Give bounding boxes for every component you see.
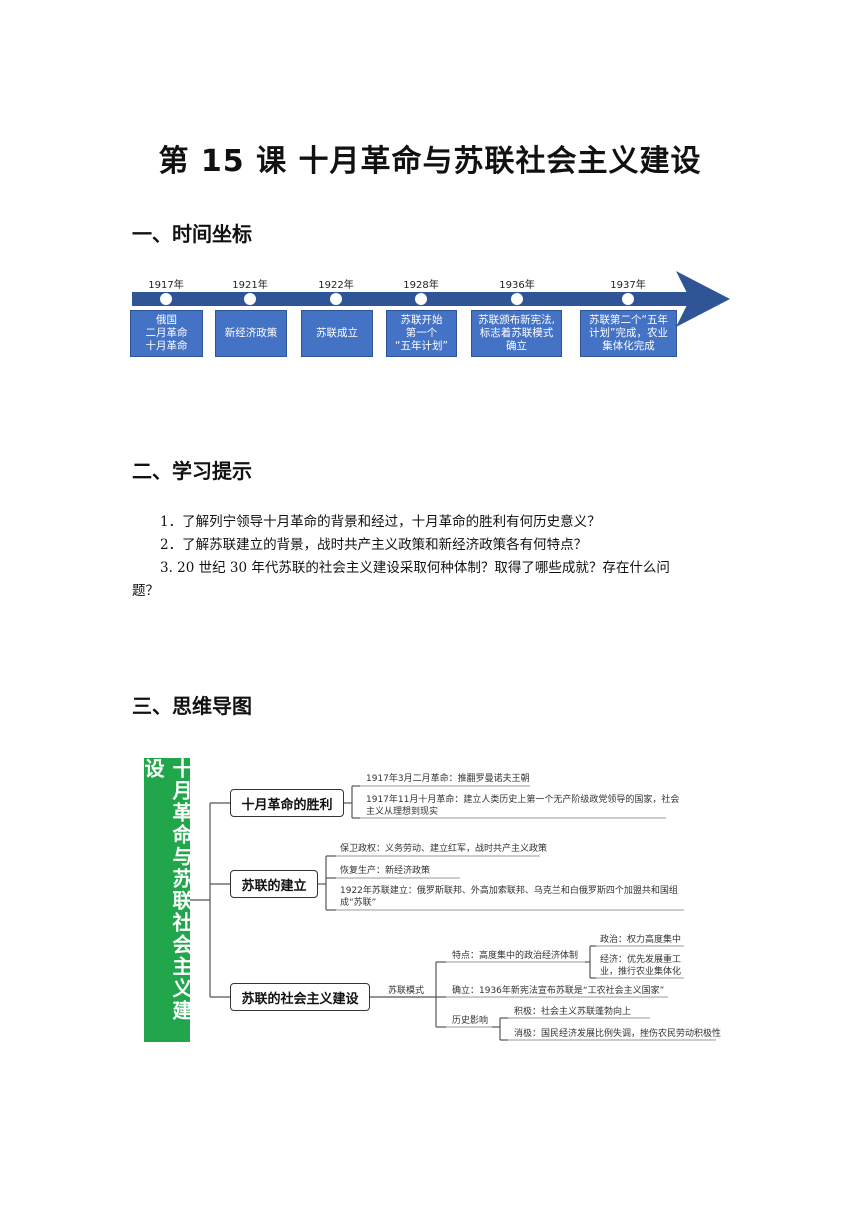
timeline: 1917年 1921年 1922年 1928年 1936年 1937年 俄国 二… bbox=[0, 0, 860, 400]
section-heading-tips: 二、学习提示 bbox=[132, 459, 252, 483]
mindmap-leaf: 恢复生产：新经济政策 bbox=[340, 866, 431, 876]
mindmap-leaf: 1917年3月二月革命：推翻罗曼诺夫王朝 bbox=[366, 774, 530, 784]
page-title: 第 15 课 十月革命与苏联社会主义建设 bbox=[158, 144, 702, 179]
timeline-dot bbox=[244, 293, 256, 305]
tip-item: 3. 20 世纪 30 年代苏联的社会主义建设采取何种体制？取得了哪些成就？存在… bbox=[160, 560, 670, 576]
timeline-event-box: 苏联第二个“五年 计划”完成，农业 集体化完成 bbox=[580, 310, 677, 357]
timeline-event-box: 俄国 二月革命 十月革命 bbox=[130, 310, 203, 357]
mindmap-leaf: 成“苏联” bbox=[340, 898, 377, 908]
mindmap-leaf: 1922年苏联建立：俄罗斯联邦、外高加索联邦、乌克兰和白俄罗斯四个加盟共和国组 bbox=[340, 886, 678, 896]
mindmap-branch-socialist-construction: 苏联的社会主义建设 bbox=[230, 983, 370, 1011]
mindmap-leaf: 经济：优先发展重工 bbox=[600, 955, 682, 965]
mindmap-leaf: 1917年11月十月革命：建立人类历史上第一个无产阶级政党领导的国家，社会 bbox=[366, 795, 680, 805]
mindmap-leaf: 业，推行农业集体化 bbox=[600, 967, 682, 977]
timeline-arrow bbox=[132, 271, 730, 327]
timeline-year: 1922年 bbox=[318, 280, 354, 291]
mindmap-leaf: 政治：权力高度集中 bbox=[600, 935, 682, 945]
timeline-dot bbox=[330, 293, 342, 305]
timeline-event-box: 苏联颁布新宪法, 标志着苏联模式 确立 bbox=[471, 310, 562, 357]
timeline-year: 1937年 bbox=[610, 280, 646, 291]
mindmap-mid-label: 苏联模式 bbox=[388, 986, 425, 996]
mindmap-leaf: 确立：1936年新宪法宣布苏联是“工农社会主义国家” bbox=[452, 986, 665, 996]
mindmap-leaf: 主义从理想到现实 bbox=[366, 807, 439, 817]
timeline-year: 1921年 bbox=[232, 280, 268, 291]
mindmap-root-label: 十月革命与苏联社会主义建设 bbox=[141, 758, 193, 1022]
mindmap-leaf: 特点：高度集中的政治经济体制 bbox=[452, 951, 579, 961]
tip-item: 题？ bbox=[132, 583, 159, 599]
timeline-year: 1917年 bbox=[148, 280, 184, 291]
tip-item: 2．了解苏联建立的背景，战时共产主义政策和新经济政策各有何特点？ bbox=[160, 537, 588, 553]
mindmap-branch-october-revolution: 十月革命的胜利 bbox=[230, 789, 344, 817]
section-heading-timeline: 一、时间坐标 bbox=[132, 222, 252, 246]
timeline-event-box: 苏联成立 bbox=[301, 310, 373, 357]
mindmap-branch-ussr-founding: 苏联的建立 bbox=[230, 870, 318, 898]
mindmap-leaf: 消极：国民经济发展比例失调，挫伤农民劳动积极性 bbox=[514, 1029, 722, 1039]
timeline-event-box: 苏联开始 第一个 “五年计划” bbox=[386, 310, 457, 357]
timeline-dot bbox=[415, 293, 427, 305]
timeline-dot bbox=[622, 293, 634, 305]
timeline-year: 1928年 bbox=[403, 280, 439, 291]
mindmap-leaf: 历史影响 bbox=[452, 1016, 489, 1026]
mindmap-root: 十月革命与苏联社会主义建设 bbox=[141, 758, 193, 1042]
timeline-year: 1936年 bbox=[499, 280, 535, 291]
section-heading-mindmap: 三、思维导图 bbox=[132, 694, 252, 718]
timeline-dot bbox=[160, 293, 172, 305]
mindmap-leaf: 保卫政权：义务劳动、建立红军，战时共产主义政策 bbox=[340, 844, 548, 854]
mindmap-leaf: 积极：社会主义苏联蓬勃向上 bbox=[514, 1007, 632, 1017]
timeline-dot bbox=[511, 293, 523, 305]
timeline-event-box: 新经济政策 bbox=[215, 310, 287, 357]
tip-item: 1．了解列宁领导十月革命的背景和经过，十月革命的胜利有何历史意义？ bbox=[160, 514, 601, 530]
